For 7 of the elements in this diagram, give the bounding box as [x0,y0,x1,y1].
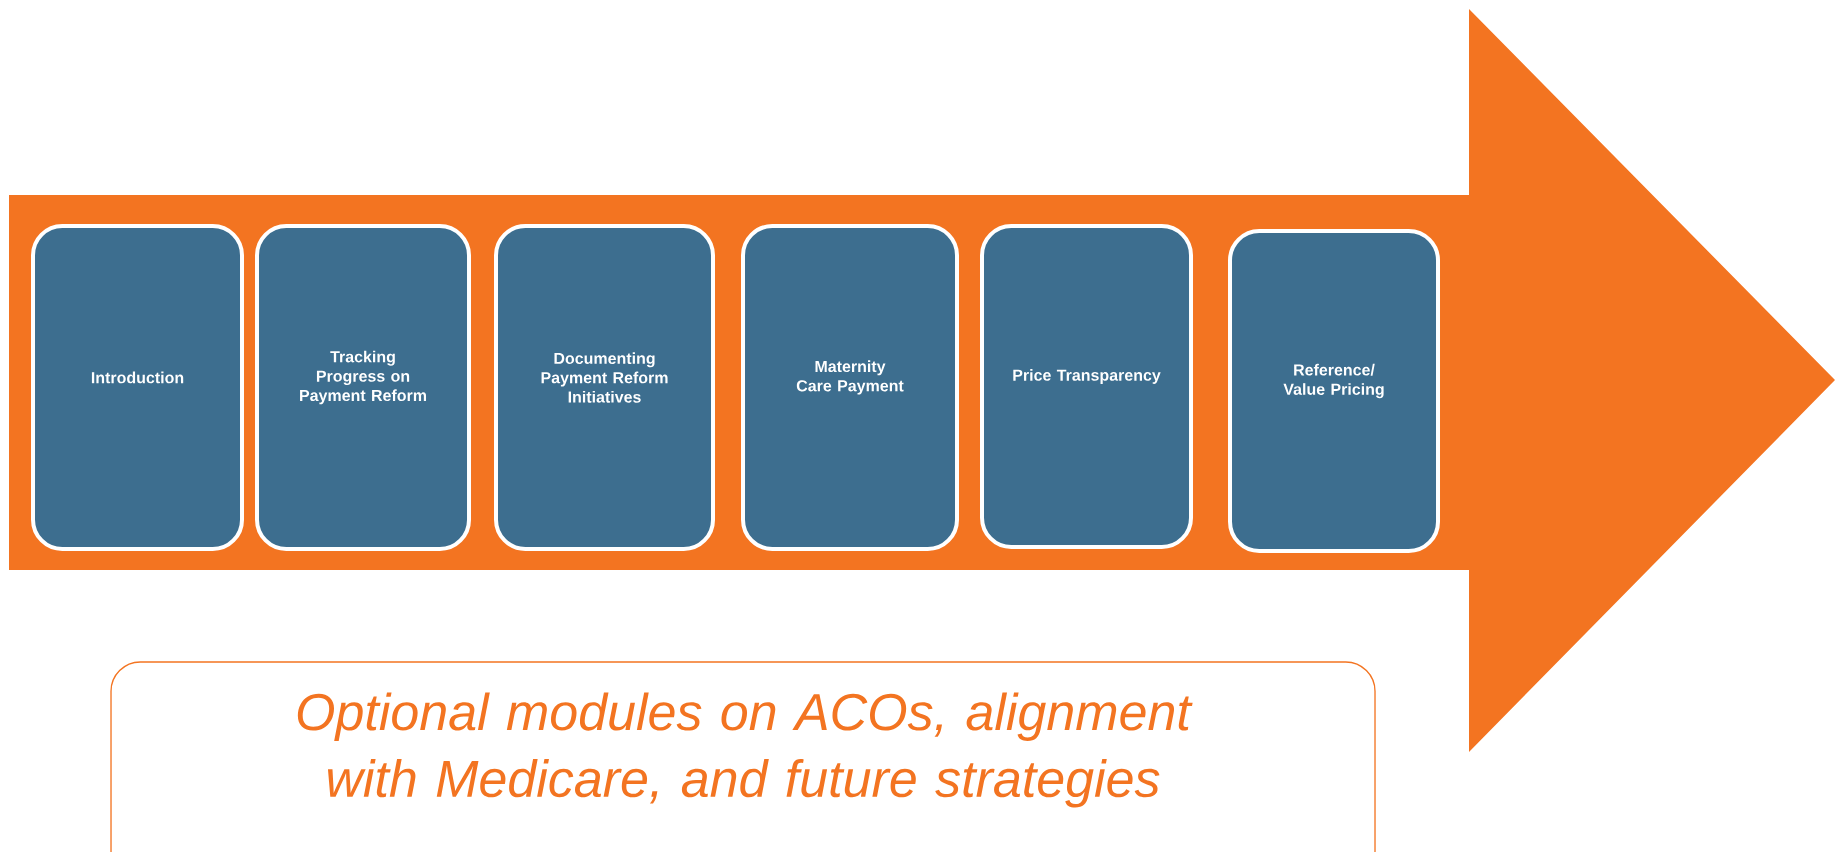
step-box: Documenting Payment Reform Initiatives [494,224,715,551]
note-box: Optional modules on ACOs, alignment with Medicare, and future strategies [110,661,1376,852]
step-box: Maternity Care Payment [741,224,959,551]
step-box: Introduction [31,224,244,551]
step-box: Price Transparency [980,224,1193,549]
step-box: Reference/ Value Pricing [1228,229,1440,553]
step-box: Tracking Progress on Payment Reform [255,224,471,551]
